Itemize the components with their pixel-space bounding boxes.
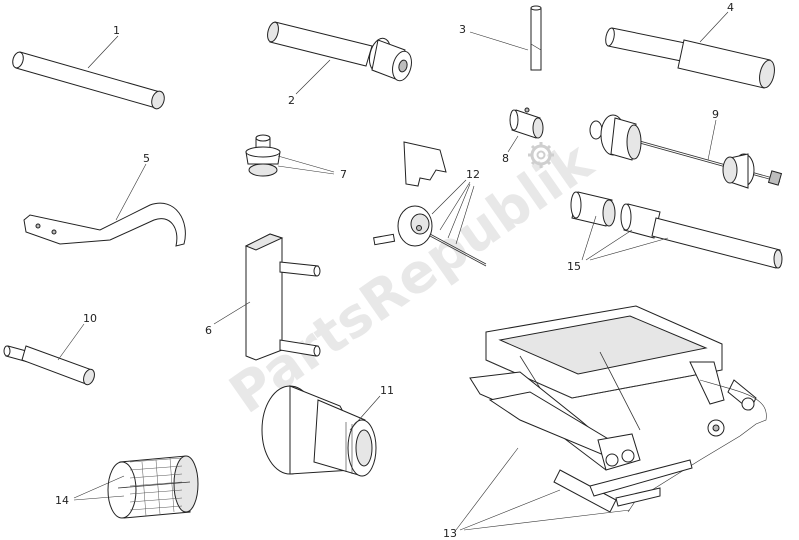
part-15-bush-drifts <box>570 191 783 269</box>
part-13-lift-stand <box>469 305 767 513</box>
callout-14: 14 <box>55 494 69 507</box>
callout-12: 12 <box>466 168 480 181</box>
part-3-split-pin <box>530 5 542 71</box>
callout-15: 15 <box>567 260 581 273</box>
callout-8: 8 <box>502 152 509 165</box>
callout-10: 10 <box>83 312 97 325</box>
callout-13: 13 <box>443 527 457 540</box>
part-2-drift <box>267 21 412 82</box>
callout-6: 6 <box>205 324 212 337</box>
part-7-fitting <box>245 134 281 177</box>
callout-1: 1 <box>113 24 120 37</box>
part-5-hook-spanner <box>23 202 186 247</box>
watermark-gear-icon <box>528 142 554 168</box>
callout-labels: 1 2 3 4 5 6 7 8 9 10 11 12 13 14 15 <box>55 1 734 540</box>
callout-3: 3 <box>459 23 466 36</box>
part-8-bush <box>509 107 544 139</box>
callout-7: 7 <box>340 168 347 181</box>
callout-9: 9 <box>712 108 719 121</box>
part-9-puller-shaft <box>589 114 783 189</box>
part-12-tool-set <box>373 141 487 267</box>
part-6-pin-plate <box>244 233 321 361</box>
callout-2: 2 <box>288 94 295 107</box>
callout-11: 11 <box>380 384 394 397</box>
part-10-stepped-pin <box>3 345 95 386</box>
leader-lines <box>57 11 729 531</box>
part-1-pin <box>12 51 165 110</box>
callout-4: 4 <box>727 1 734 14</box>
callout-5: 5 <box>143 152 150 165</box>
part-14-split-sleeve <box>107 455 199 519</box>
part-11-threaded-drift <box>261 385 377 477</box>
part-4-sleeve-tool <box>605 27 775 89</box>
